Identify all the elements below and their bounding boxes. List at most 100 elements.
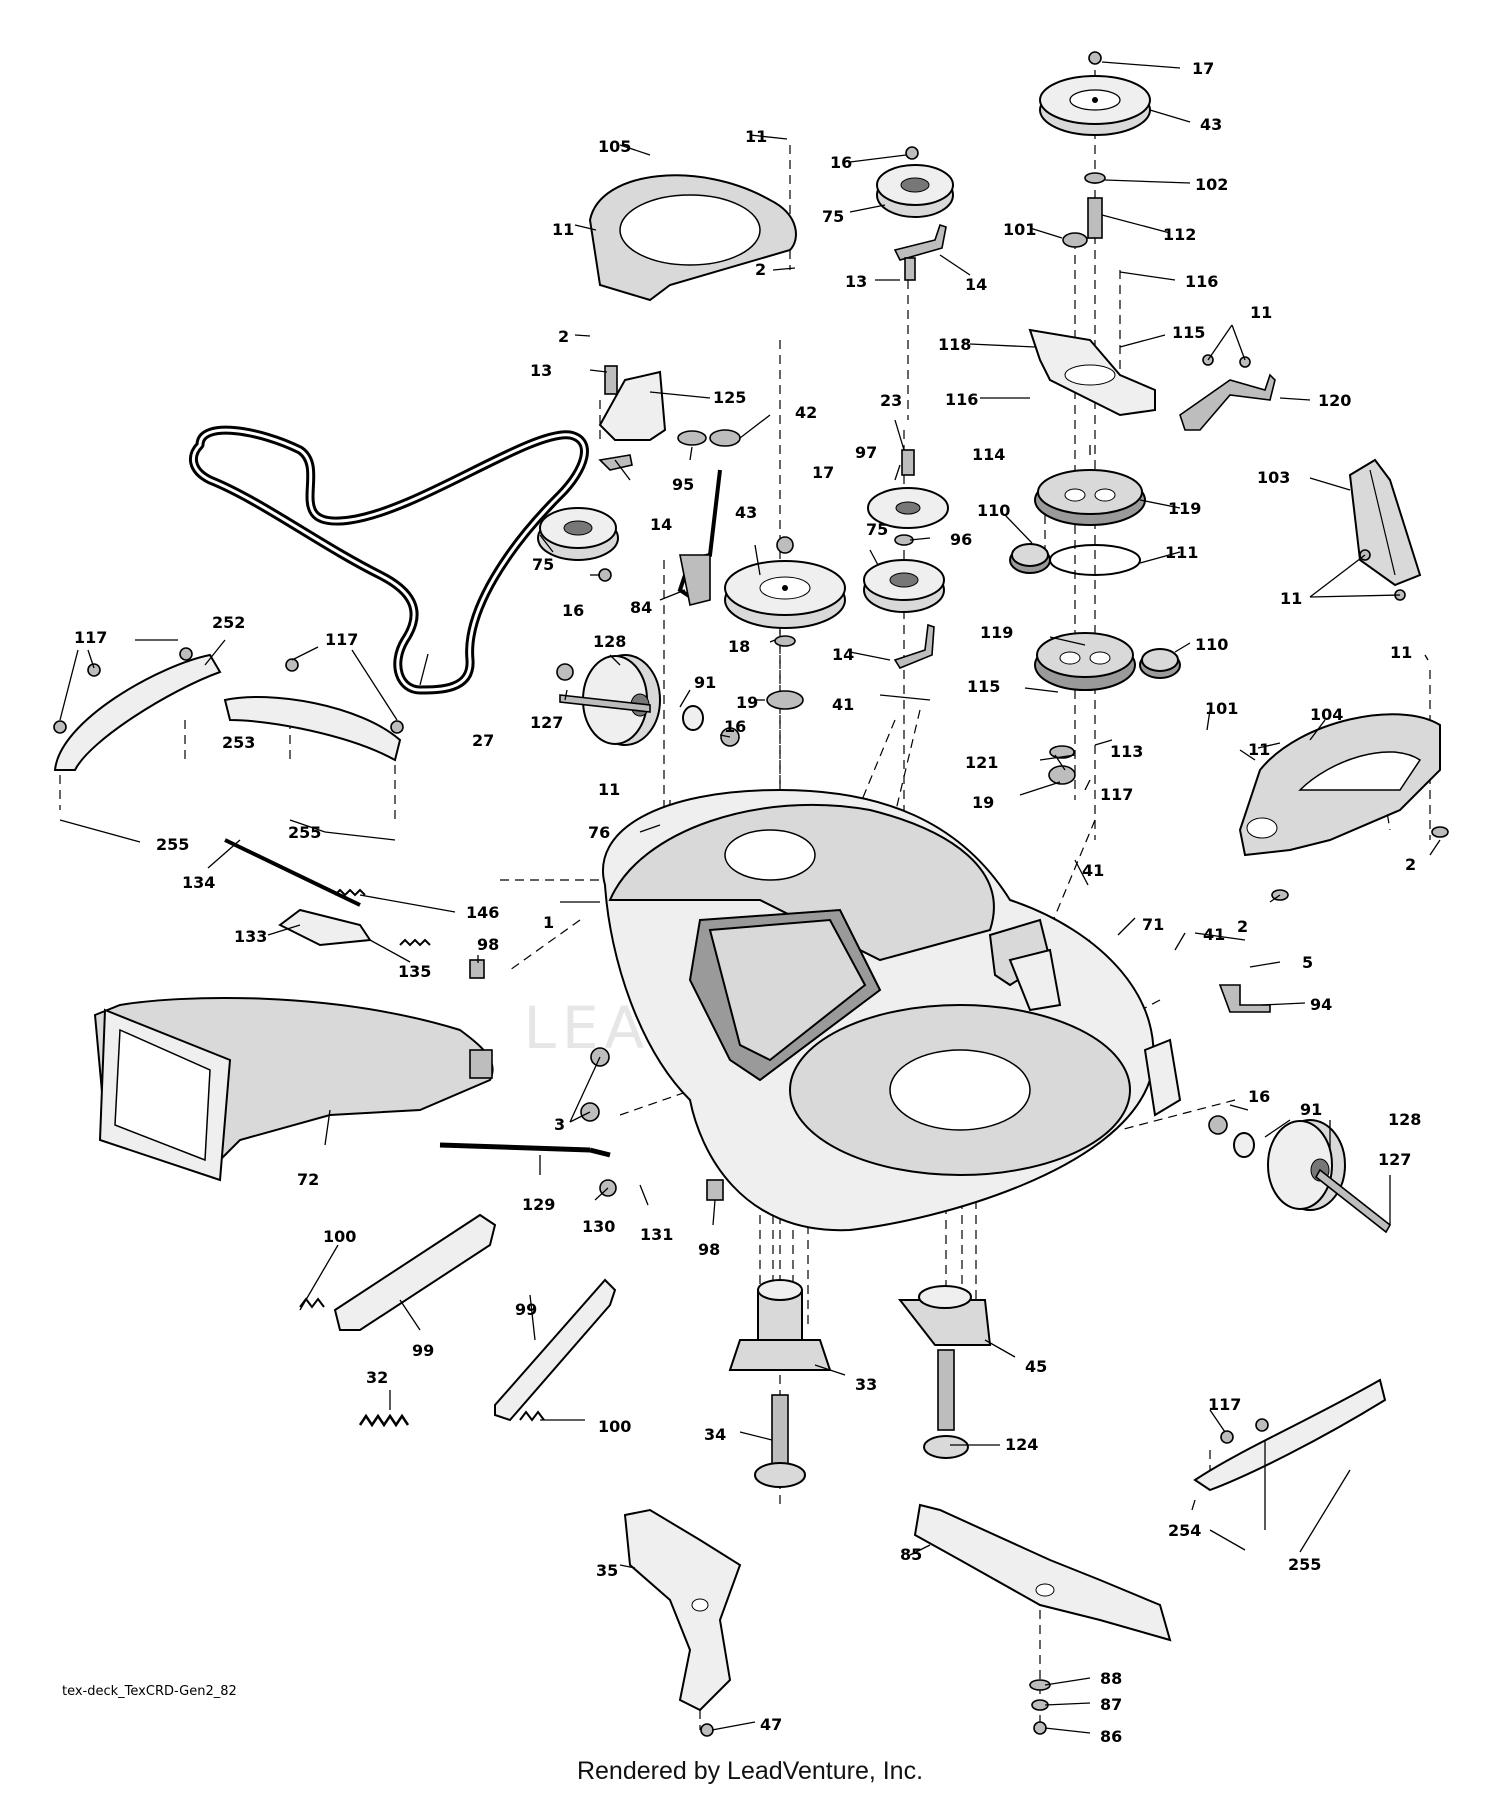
callout-101: 101: [1205, 699, 1238, 718]
callout-117: 117: [325, 630, 358, 649]
callout-16: 16: [830, 153, 852, 172]
drawing-id: tex-deck_TexCRD-Gen2_82: [62, 1684, 237, 1699]
blade-right: [913, 1503, 1172, 1735]
callout-16: 16: [562, 601, 584, 620]
callout-116: 116: [945, 390, 978, 409]
callout-116: 116: [1185, 272, 1218, 291]
callout-35: 35: [596, 1561, 618, 1580]
callout-100: 100: [598, 1417, 631, 1436]
idler-pulleys-center: [863, 449, 949, 669]
callout-100: 100: [323, 1227, 356, 1246]
callout-255: 255: [288, 823, 321, 842]
callout-16: 16: [724, 717, 746, 736]
callout-18: 18: [728, 637, 750, 656]
callout-11: 11: [1390, 643, 1412, 662]
callout-134: 134: [182, 873, 215, 892]
callout-11: 11: [745, 127, 767, 146]
callout-5: 5: [1302, 953, 1313, 972]
callout-119: 119: [980, 623, 1013, 642]
idler-pulley-top: [876, 146, 954, 281]
callout-91: 91: [1300, 1100, 1322, 1119]
callout-11: 11: [598, 780, 620, 799]
callout-11: 11: [1248, 740, 1270, 759]
callout-43: 43: [1200, 115, 1222, 134]
callout-75: 75: [532, 555, 554, 574]
callout-105: 105: [598, 137, 631, 156]
callout-47: 47: [760, 1715, 782, 1734]
callout-32: 32: [366, 1368, 388, 1387]
discharge-chute: [93, 996, 494, 1182]
callout-45: 45: [1025, 1357, 1047, 1376]
gauge-wheel-right: [1208, 984, 1392, 1234]
callout-129: 129: [522, 1195, 555, 1214]
deck-arms: [299, 1213, 617, 1428]
callout-87: 87: [1100, 1695, 1122, 1714]
mower-deck: [602, 788, 1182, 1232]
callout-135: 135: [398, 962, 431, 981]
callout-16: 16: [1248, 1087, 1270, 1106]
callout-110: 110: [977, 501, 1010, 520]
callout-17: 17: [1192, 59, 1214, 78]
callout-72: 72: [297, 1170, 319, 1189]
callout-14: 14: [832, 645, 854, 664]
callout-75: 75: [866, 520, 888, 539]
callout-labels: 17 43 102 101 112 116 105 11 16 75 11 2 …: [74, 59, 1421, 1746]
footer-credit: Rendered by LeadVenture, Inc.: [576, 1757, 924, 1785]
callout-98: 98: [698, 1240, 720, 1259]
callout-127: 127: [530, 713, 563, 732]
belt-guard-right: [1348, 458, 1422, 601]
callout-33: 33: [855, 1375, 877, 1394]
callout-71: 71: [1142, 915, 1164, 934]
callout-112: 112: [1163, 225, 1196, 244]
callout-115: 115: [1172, 323, 1205, 342]
callout-121: 121: [965, 753, 998, 772]
idler-bracket-left: [537, 365, 741, 582]
main-pulley: [724, 536, 846, 710]
callout-41: 41: [832, 695, 854, 714]
callout-2: 2: [755, 260, 766, 279]
belt-cover-left: [588, 174, 797, 302]
callout-84: 84: [630, 598, 652, 617]
callout-99: 99: [515, 1300, 537, 1319]
callout-111: 111: [1165, 543, 1198, 562]
callout-103: 103: [1257, 468, 1290, 487]
callout-102: 102: [1195, 175, 1228, 194]
callout-127: 127: [1378, 1150, 1411, 1169]
callout-133: 133: [234, 927, 267, 946]
belt-cover-right: [1238, 713, 1449, 901]
blade-left: [623, 1508, 742, 1737]
idler-arm-rod: [677, 469, 722, 606]
callout-34: 34: [704, 1425, 726, 1444]
callout-94: 94: [1310, 995, 1332, 1014]
callout-99: 99: [412, 1341, 434, 1360]
callout-98: 98: [477, 935, 499, 954]
leader-lines: [59, 61, 1441, 1734]
callout-2: 2: [1237, 917, 1248, 936]
callout-11: 11: [552, 220, 574, 239]
callout-2: 2: [1405, 855, 1416, 874]
callout-97: 97: [855, 443, 877, 462]
callout-119: 119: [1168, 499, 1201, 518]
callout-88: 88: [1100, 1669, 1122, 1688]
callout-254: 254: [1168, 1521, 1201, 1540]
spindle-left: [728, 1279, 832, 1488]
callout-115: 115: [967, 677, 1000, 696]
callout-95: 95: [672, 475, 694, 494]
gear-set: [1009, 469, 1181, 785]
callout-11: 11: [1250, 303, 1272, 322]
callout-114: 114: [972, 445, 1005, 464]
upper-pulley: [1039, 51, 1151, 248]
callout-104: 104: [1310, 705, 1343, 724]
callout-19: 19: [972, 793, 994, 812]
drive-belt: [189, 425, 589, 695]
callout-76: 76: [588, 823, 610, 842]
callout-125: 125: [713, 388, 746, 407]
callout-13: 13: [530, 361, 552, 380]
callout-130: 130: [582, 1217, 615, 1236]
callout-11: 11: [1280, 589, 1302, 608]
callout-128: 128: [593, 632, 626, 651]
callout-131: 131: [640, 1225, 673, 1244]
gauge-wheel-left: [556, 654, 740, 747]
callout-128: 128: [1388, 1110, 1421, 1129]
